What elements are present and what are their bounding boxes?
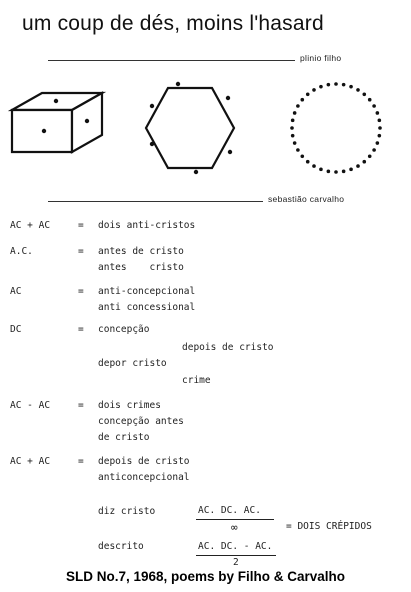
author-plinio: plinio filho <box>300 53 342 63</box>
row3-lhs: AC <box>10 286 22 297</box>
row6-line2: anticoncepcional <box>98 472 190 483</box>
row4-line1: concepção <box>98 324 150 335</box>
row4-line2: depois de cristo <box>182 342 274 353</box>
row4-line3: depor cristo <box>98 358 167 369</box>
fraction1-bar <box>196 519 274 520</box>
row5-eq: = <box>78 400 84 411</box>
fraction1-label: diz cristo <box>98 506 156 517</box>
fraction2-label: descrito <box>98 541 144 552</box>
fraction2-numerator: AC. DC. - AC. <box>198 541 273 552</box>
fraction2-denominator: 2 <box>233 557 239 568</box>
hexagon-with-dots-icon <box>144 81 236 175</box>
row6-lhs: AC + AC <box>10 456 51 467</box>
circle-of-dots-icon <box>290 82 382 174</box>
divider-middle <box>48 201 263 202</box>
poem-title: um coup de dés, moins l'hasard <box>22 12 324 35</box>
divider-top <box>48 60 295 61</box>
row1-eq: = <box>78 220 84 231</box>
row3-line2: anti concessional <box>98 302 196 313</box>
row4-lhs: DC <box>10 324 22 335</box>
row6-eq: = <box>78 456 84 467</box>
row5-line3: de cristo <box>98 432 150 443</box>
caption: SLD No.7, 1968, poems by Filho & Carvalh… <box>65 569 346 584</box>
row5-lhs: AC - AC <box>10 400 51 411</box>
die-cube-icon <box>8 91 107 154</box>
row4-line4: crime <box>182 375 211 386</box>
row3-line1: anti-concepcional <box>98 286 196 297</box>
row6-line1: depois de cristo <box>98 456 190 467</box>
row2-eq: = <box>78 246 84 257</box>
row4-eq: = <box>78 324 84 335</box>
row3-eq: = <box>78 286 84 297</box>
fraction2-bar <box>196 555 276 556</box>
author-sebastiao: sebastião carvalho <box>268 194 345 204</box>
fraction1-denominator: ∞ <box>231 521 238 534</box>
row5-line2: concepção antes <box>98 416 184 427</box>
row5-line1: dois crimes <box>98 400 161 411</box>
row2-line1: antes de cristo <box>98 246 184 257</box>
fraction-result: = DOIS CRÉPIDOS <box>286 521 372 532</box>
fraction1-numerator: AC. DC. AC. <box>198 505 261 516</box>
row1-lhs: AC + AC <box>10 220 51 231</box>
row1-line1: dois anti-cristos <box>98 220 196 231</box>
row2-lhs: A.C. <box>10 246 33 257</box>
row2-line2: antes cristo <box>98 262 184 273</box>
